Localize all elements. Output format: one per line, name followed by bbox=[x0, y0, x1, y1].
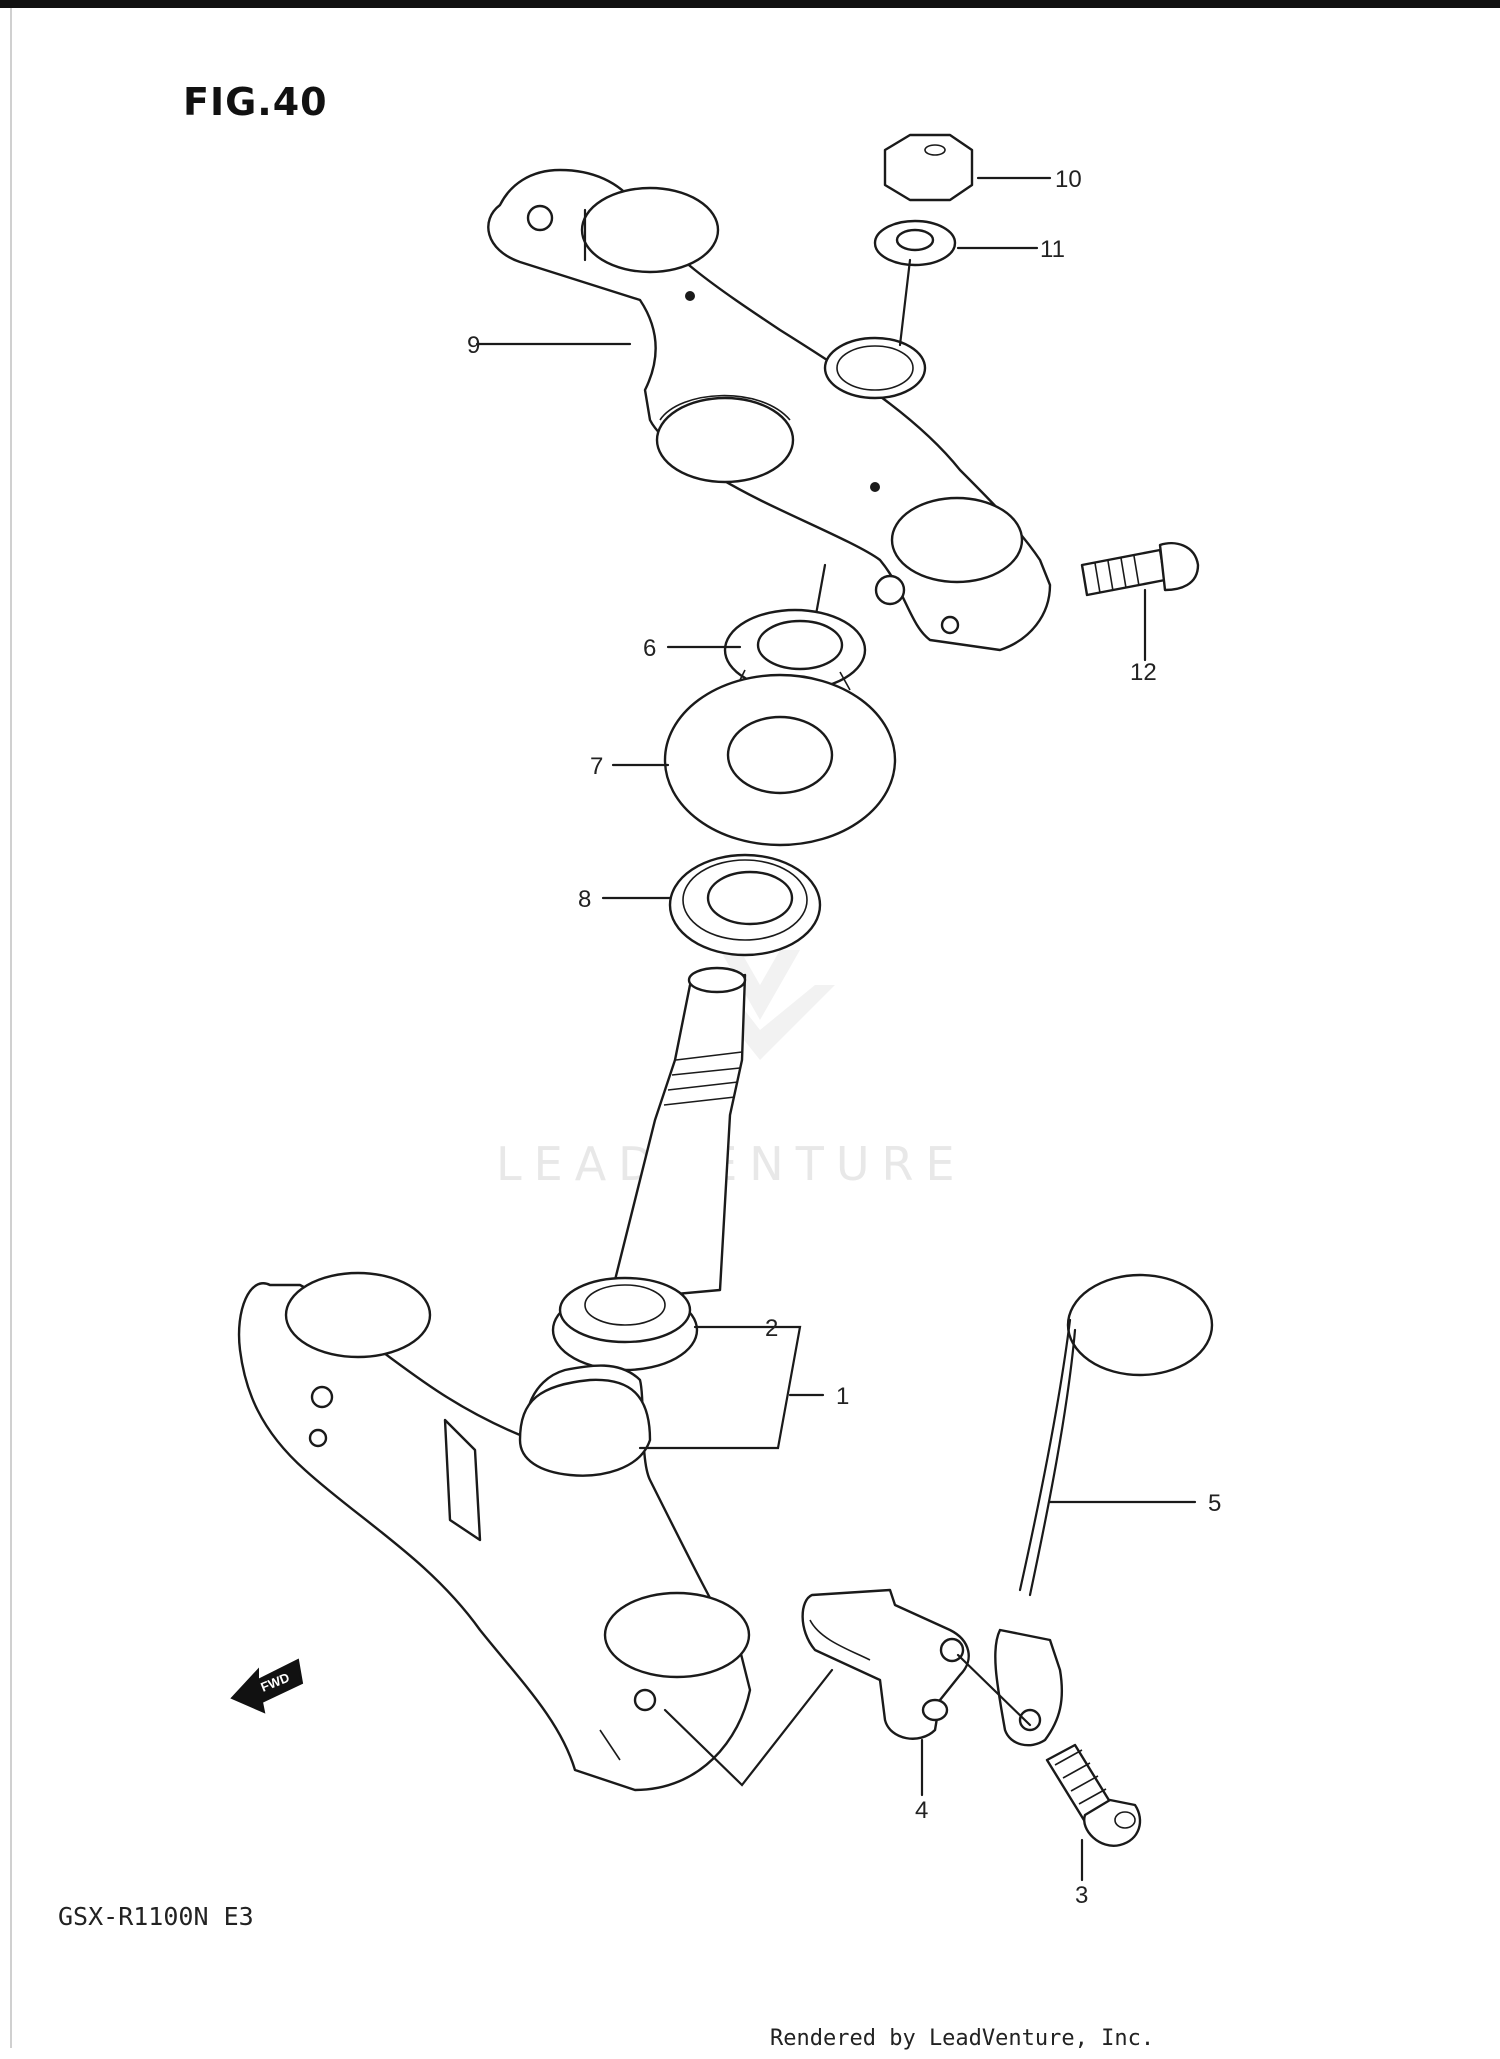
figure-title: FIG.40 bbox=[183, 80, 328, 124]
upper-bracket bbox=[487, 168, 1052, 652]
callout-6: 6 bbox=[643, 635, 656, 662]
clamp-screw bbox=[1045, 1743, 1142, 1847]
top-border bbox=[0, 0, 1500, 8]
washer bbox=[873, 219, 957, 267]
leader-washer-to-bracket bbox=[898, 258, 912, 347]
assembly-line-bracket-clamp bbox=[663, 1668, 834, 1787]
model-label: GSX-R1100N E3 bbox=[58, 1902, 254, 1931]
callout-2: 2 bbox=[765, 1315, 778, 1342]
callout-12: 12 bbox=[1130, 659, 1157, 686]
callout-4: 4 bbox=[915, 1797, 928, 1824]
callout-5: 5 bbox=[1208, 1490, 1221, 1517]
callout-3: 3 bbox=[1075, 1882, 1088, 1909]
left-rule bbox=[10, 8, 12, 2048]
leader-lines bbox=[475, 176, 1197, 1882]
stem-nut bbox=[723, 563, 867, 710]
wire-holder bbox=[994, 1273, 1214, 1747]
lower-bearing bbox=[551, 1276, 699, 1372]
dust-seal bbox=[663, 673, 897, 847]
forward-arrow-icon: FWD bbox=[230, 1658, 304, 1714]
cap-nut bbox=[883, 133, 974, 202]
callout-7: 7 bbox=[590, 753, 603, 780]
bearing bbox=[668, 853, 822, 957]
steering-stem-shaft bbox=[608, 966, 747, 1302]
callout-8: 8 bbox=[578, 886, 591, 913]
clamp-bolt bbox=[1080, 542, 1200, 597]
assembly-line-clamp-holder bbox=[956, 1653, 1032, 1727]
footer-credit: Rendered by LeadVenture, Inc. bbox=[770, 2026, 1155, 2051]
callout-1: 1 bbox=[836, 1383, 849, 1410]
callout-11: 11 bbox=[1040, 236, 1065, 263]
watermark-text: LEADVENTURE bbox=[496, 1137, 967, 1191]
callout-9: 9 bbox=[467, 332, 480, 359]
callout-10: 10 bbox=[1055, 166, 1082, 193]
hose-clamp bbox=[801, 1588, 970, 1740]
lower-bracket bbox=[237, 1271, 752, 1792]
